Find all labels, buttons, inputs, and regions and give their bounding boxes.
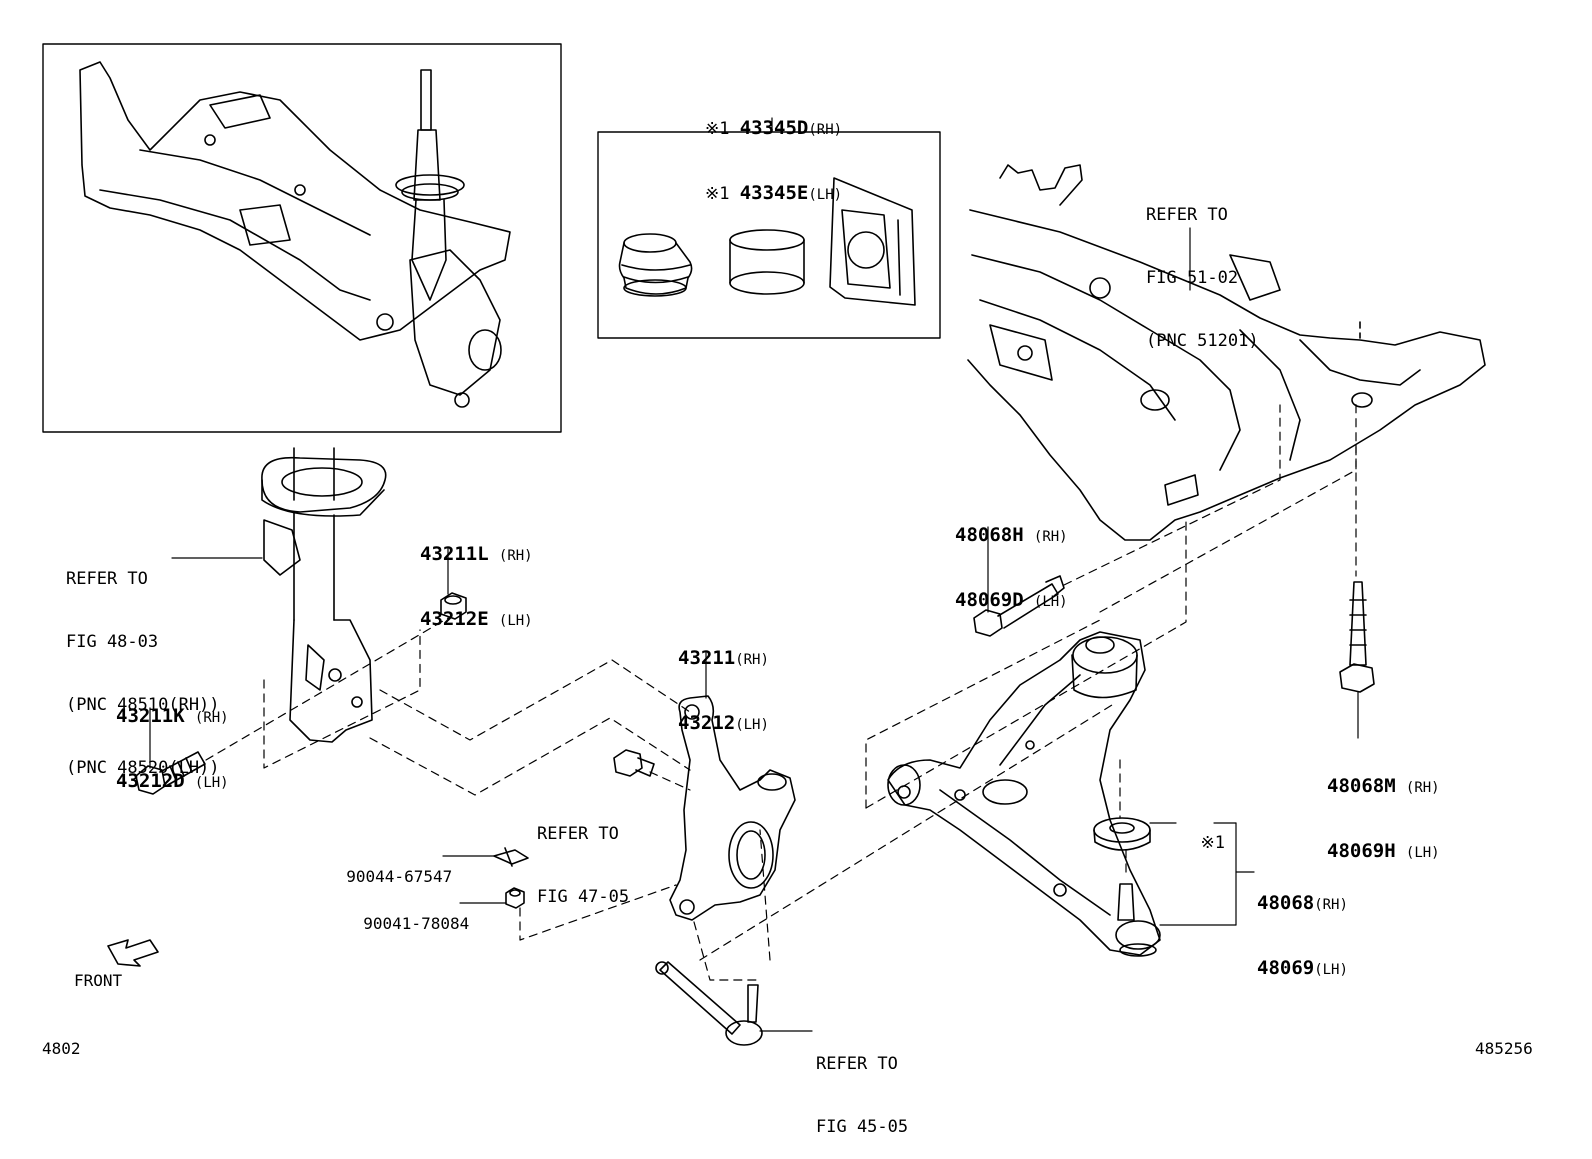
part-48068h[interactable]: 48068H [955, 524, 1024, 546]
leader-lines [149, 227, 1359, 1032]
parts-diagram-canvas [42, 43, 1486, 1046]
ref-fig: FIG 45-05 [816, 1117, 909, 1137]
ref-line: REFER TO [66, 569, 148, 589]
part-48068m[interactable]: 48068M [1327, 775, 1396, 797]
strut-ref-callout[interactable]: REFER TO FIG 48-03 (PNC 48510(RH)) (PNC … [66, 527, 220, 800]
side-lh: (LH) [1314, 962, 1348, 978]
hub-bolt-ref-callout[interactable]: REFER TO FIG 47-05 [537, 782, 629, 929]
front-label: FRONT [74, 971, 123, 990]
ref-fig: FIG 48-03 [66, 632, 159, 652]
arm-callout: 48068(RH) 48069(LH) [1257, 851, 1348, 1002]
nut-43211l-icon [440, 592, 467, 620]
crossmember-part [967, 164, 1486, 541]
side-rh: (RH) [1405, 780, 1440, 796]
side-lh: (LH) [194, 775, 229, 791]
front-arrow-icon [107, 939, 159, 967]
ref-pnc: (PNC 51201) [1146, 331, 1259, 351]
part-48069h[interactable]: 48069H [1327, 840, 1396, 862]
side-rh: (RH) [498, 548, 533, 564]
ref-line: REFER TO [537, 824, 619, 844]
ref-line: REFER TO [816, 1054, 898, 1074]
tie-rod-ref-callout[interactable]: REFER TO FIG 45-05 [816, 1012, 908, 1159]
side-lh: (LH) [735, 717, 769, 733]
arm-mark-callout: ※1 [1180, 812, 1225, 854]
part-48069[interactable]: 48069 [1257, 957, 1315, 979]
part-43212[interactable]: 43212 [678, 712, 736, 734]
side-lh: (LH) [498, 613, 533, 629]
kit-mark: ※1 [705, 119, 730, 139]
side-rh: (RH) [808, 122, 843, 138]
bolt-43211k-icon [135, 751, 206, 795]
boot-kit-box [597, 117, 941, 339]
ref-fig: FIG 47-05 [537, 887, 630, 907]
part-43211k[interactable]: 43211K [116, 705, 185, 727]
clip-callout[interactable]: 90044-67547 [327, 845, 452, 887]
side-lh: (LH) [808, 187, 843, 203]
side-rh: (RH) [194, 710, 229, 726]
kit-mark: ※1 [705, 184, 730, 204]
boot-kit-callout: ※1 43345D(RH) ※1 43345E(LH) [705, 76, 842, 227]
bolt-48068h-icon [973, 575, 1065, 637]
part-43211l[interactable]: 43211L [420, 543, 489, 565]
knuckle-part [669, 695, 796, 921]
ref-fig: FIG 51-02 [1146, 268, 1239, 288]
nut-small-callout[interactable]: 90041-78084 [344, 892, 469, 934]
part-90041-78084[interactable]: 90041-78084 [363, 914, 470, 933]
part-90044-67547[interactable]: 90044-67547 [346, 867, 453, 886]
knuckle-callout: 43211(RH) 43212(LH) [678, 606, 769, 757]
crossmember-ref-callout[interactable]: REFER TO FIG 51-02 (PNC 51201) [1146, 163, 1259, 373]
nut-90041-icon [505, 887, 525, 909]
side-lh: (LH) [1033, 594, 1068, 610]
bolt-48068m-callout: 48068M (RH) 48069H (LH) [1327, 734, 1440, 885]
nut-43211l-callout: 43211L (RH) 43212E (LH) [420, 502, 533, 653]
figure-number: 4802 [42, 1039, 81, 1058]
part-43345d[interactable]: 43345D [739, 117, 809, 139]
grease-pack-icon [829, 177, 916, 306]
side-lh: (LH) [1405, 845, 1440, 861]
dust-boot-icon [618, 233, 693, 297]
bolt-48068h-callout: 48068H (RH) 48069D (LH) [955, 483, 1068, 634]
side-rh: (RH) [1033, 529, 1068, 545]
side-rh: (RH) [1314, 897, 1348, 913]
boot-band-icon [729, 229, 805, 295]
part-43345e[interactable]: 43345E [739, 182, 809, 204]
bolt-43211k-callout: 43211K (RH) 43212D (LH) [116, 664, 229, 815]
assembly-lines [205, 399, 1357, 981]
part-48068[interactable]: 48068 [1257, 892, 1315, 914]
tie-rod-end-icon [655, 961, 763, 1046]
strut-part [261, 447, 387, 743]
bolt-48068m-icon [1339, 581, 1375, 693]
part-43212e[interactable]: 43212E [420, 608, 489, 630]
ref-pnc-lh: (PNC 48520(LH)) [66, 758, 220, 778]
ref-pnc-rh: (PNC 48510(RH)) [66, 695, 220, 715]
lower-arm-part [887, 631, 1161, 956]
part-43211[interactable]: 43211 [678, 647, 736, 669]
kit-mark: ※1 [1200, 833, 1225, 853]
side-rh: (RH) [735, 652, 769, 668]
part-48069d[interactable]: 48069D [955, 589, 1024, 611]
part-43212d[interactable]: 43212D [116, 770, 185, 792]
ball-joint-icon [1093, 817, 1161, 957]
diagram-id: 485256 [1475, 1039, 1533, 1058]
clip-90044-icon [493, 847, 529, 867]
overview-inset [42, 43, 562, 433]
ref-line: REFER TO [1146, 205, 1228, 225]
hub-bolt-icon [613, 749, 655, 777]
